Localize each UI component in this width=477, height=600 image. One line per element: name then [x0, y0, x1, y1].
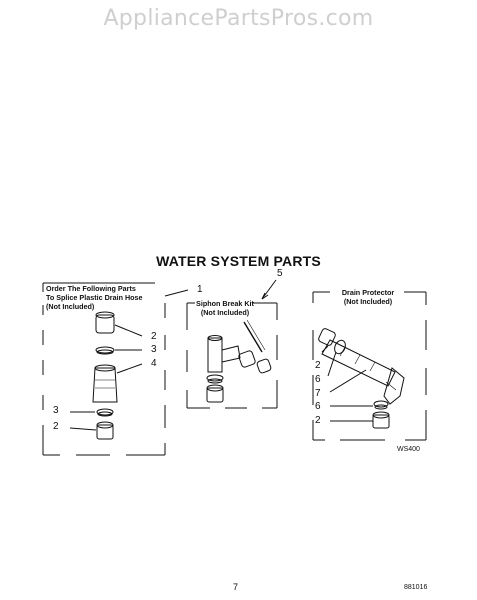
drain-body-icon: [321, 339, 396, 387]
drain-label-line-2: (Not Included): [343, 297, 393, 306]
hose-icon: [243, 321, 263, 353]
coupling-bottom-icon: [96, 424, 114, 440]
right-callout-7: 7: [315, 388, 321, 399]
callout-1: 1: [197, 284, 203, 295]
clamp-icon-2: [96, 408, 114, 416]
splice-box-label: Order The Following Parts To Splice Plas…: [46, 284, 143, 311]
splice-label-line-3: (Not Included): [46, 302, 95, 311]
siphon-parts: [206, 319, 272, 403]
siphon-box-label: Siphon Break Kit (Not Included): [196, 299, 254, 317]
drain-box-label: Drain Protector (Not Included): [331, 288, 405, 306]
callout-5-leader: [261, 279, 277, 300]
callout-1-leader: [164, 289, 189, 297]
callout-5: 5: [277, 268, 283, 279]
left-callout-4: 4: [151, 358, 157, 369]
splice-label-line-2: To Splice Plastic Drain Hose: [46, 293, 143, 302]
siphon-label-line-2: (Not Included): [200, 308, 250, 317]
left-callout-2-top: 2: [151, 331, 157, 342]
right-callout-6-top: 6: [315, 374, 321, 385]
splice-label-line-1: Order The Following Parts: [46, 284, 136, 293]
clamp-icon: [95, 346, 115, 354]
doc-code: 881016: [404, 584, 428, 591]
drain-parts: [318, 328, 405, 429]
right-callout-2-top: 2: [315, 360, 321, 371]
drain-label-line-1: Drain Protector: [341, 288, 395, 297]
splice-parts: [69, 311, 143, 440]
coupling-top-icon: [95, 314, 115, 334]
left-callout-3-bottom: 3: [53, 405, 59, 416]
siphon-tee-icon: [207, 337, 223, 373]
left-callout-3-top: 3: [151, 344, 157, 355]
left-callout-2-bottom: 2: [53, 421, 59, 432]
right-callout-2-bottom: 2: [315, 415, 321, 426]
watermark: AppliancePartsPros.com: [103, 6, 374, 31]
siphon-box: [186, 302, 278, 409]
page-title: WATER SYSTEM PARTS: [156, 253, 321, 269]
splice-box: [42, 282, 166, 456]
diagram-code: WS400: [397, 446, 420, 453]
right-callout-6-bottom: 6: [315, 401, 321, 412]
siphon-label-line-1: Siphon Break Kit: [196, 299, 254, 308]
connector-tube-icon: [92, 367, 118, 403]
page-number: 7: [233, 582, 239, 592]
drain-box: [312, 291, 427, 441]
